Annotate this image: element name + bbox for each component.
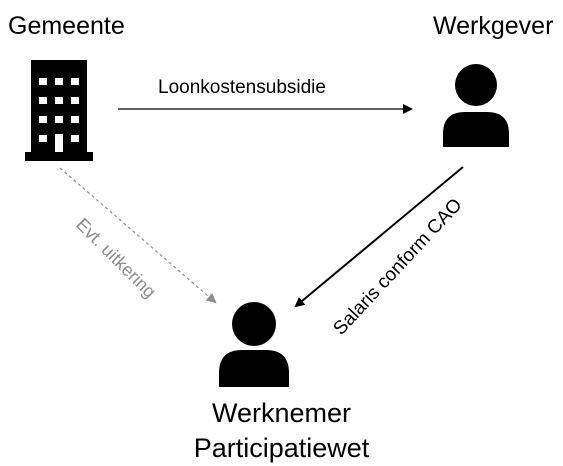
building-icon (25, 60, 93, 161)
werkgever-person-icon (443, 64, 509, 147)
gemeente-label: Gemeente (8, 12, 125, 40)
loonkostensubsidie-label: Loonkostensubsidie (158, 77, 326, 98)
werknemer-person-icon (219, 302, 289, 387)
werknemer-label: Werknemer (211, 398, 352, 428)
arrow-salaris-conform-cao (294, 166, 464, 308)
participatiewet-label: Participatiewet (193, 433, 370, 463)
werkgever-label: Werkgever (433, 12, 554, 40)
arrow-evt-uitkering (59, 167, 217, 304)
